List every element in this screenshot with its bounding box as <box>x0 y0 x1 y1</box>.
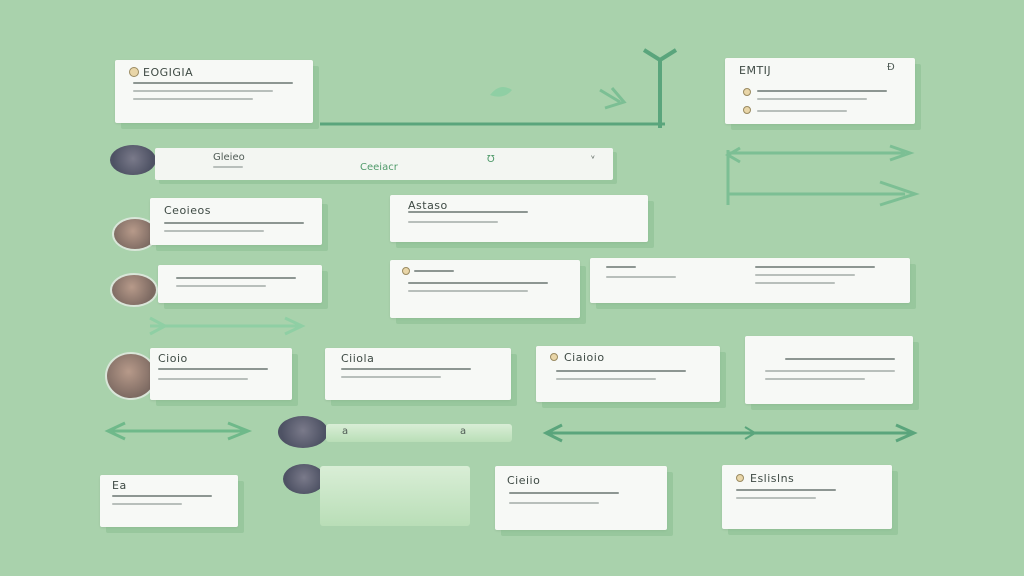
text-line <box>213 166 243 168</box>
bullet-icon <box>550 353 558 361</box>
text-line <box>133 90 273 92</box>
leaf-icon <box>490 86 512 97</box>
text-line <box>736 489 836 491</box>
card-title: Ea <box>112 479 127 492</box>
node-avatar <box>110 145 156 175</box>
arrow-head-icon <box>599 88 621 104</box>
text-line <box>736 497 816 499</box>
arrow-head-icon <box>744 426 757 440</box>
text-line <box>509 502 599 504</box>
text-line <box>408 282 548 284</box>
card-title: Cieiio <box>507 474 541 487</box>
text-line <box>556 378 656 380</box>
arrow-head-icon <box>642 48 678 63</box>
text-line <box>408 211 528 213</box>
text-line <box>556 370 686 372</box>
arrow-head-icon <box>879 180 920 207</box>
text-line <box>133 82 293 84</box>
text-line <box>158 378 248 380</box>
node-avatar <box>283 464 325 494</box>
bullet-icon <box>736 474 744 482</box>
card-notes[interactable] <box>745 336 913 404</box>
text-line <box>133 98 253 100</box>
text-line <box>765 378 865 380</box>
progress-bar[interactable]: a a <box>326 424 512 442</box>
card-detail[interactable] <box>390 260 580 318</box>
bar-left-label: a <box>342 426 349 437</box>
text-line <box>606 276 676 278</box>
arrow-head-icon <box>104 421 126 441</box>
text-line <box>785 358 895 360</box>
text-line <box>176 277 296 279</box>
arrow-head-icon <box>895 423 918 443</box>
arrow-head-icon <box>889 144 915 162</box>
text-line <box>414 270 454 272</box>
card-badge: Ɖ <box>887 62 895 73</box>
text-line <box>341 368 471 370</box>
bar-subtitle: Ceeiacr <box>360 162 398 173</box>
arrow-head-icon <box>149 316 169 336</box>
text-line <box>755 274 855 276</box>
card-cioio[interactable]: Cioio <box>150 348 292 400</box>
avatar <box>105 352 157 400</box>
arrow-head-icon <box>227 421 253 441</box>
card-title: Cioio <box>158 352 188 365</box>
text-line <box>755 282 835 284</box>
chevron-down-icon[interactable]: ᵛ <box>591 154 596 165</box>
text-line <box>112 495 212 497</box>
text-line <box>757 90 887 92</box>
card-ea[interactable]: Ea <box>100 475 238 527</box>
bar-mark: Ʊ <box>487 154 495 165</box>
text-line <box>176 285 266 287</box>
card-title: Ciaioio <box>564 351 605 364</box>
text-line <box>158 368 268 370</box>
text-line <box>757 98 867 100</box>
text-line <box>341 376 441 378</box>
bullet-icon <box>743 88 751 96</box>
card-title: Ceoieos <box>164 204 211 217</box>
text-line <box>408 290 528 292</box>
text-line <box>164 222 304 224</box>
text-line <box>755 266 875 268</box>
arrow-head-icon <box>542 423 563 443</box>
card-title: Astaso <box>408 199 448 212</box>
panel-bar[interactable] <box>320 466 470 526</box>
bar-title: Gleieo <box>213 152 245 163</box>
card-wide[interactable] <box>590 258 910 303</box>
arrow-head-icon <box>284 316 306 336</box>
card-list-item[interactable] <box>158 265 322 303</box>
arrow-head-icon <box>725 146 741 164</box>
node-avatar <box>278 416 328 448</box>
bullet-icon <box>743 106 751 114</box>
text-line <box>408 221 498 223</box>
text-line <box>164 230 264 232</box>
card-title: EMTIJ <box>739 64 772 77</box>
card-cieiio[interactable]: Cieiio <box>495 466 667 530</box>
card-ciaioio[interactable]: Ciaioio <box>536 346 720 402</box>
card-title: Eslislns <box>750 472 795 485</box>
bullet-icon <box>402 267 410 275</box>
card-astaso[interactable]: Astaso <box>390 195 648 242</box>
card-eogigia[interactable]: EOGIGIA <box>115 60 313 123</box>
text-line <box>509 492 619 494</box>
text-line <box>112 503 182 505</box>
bullet-icon <box>129 67 139 77</box>
text-line <box>606 266 636 268</box>
bar-right-label: a <box>460 426 467 437</box>
text-line <box>765 370 895 372</box>
avatar <box>110 273 158 307</box>
card-eslislns[interactable]: Eslislns <box>722 465 892 529</box>
card-emtij[interactable]: EMTIJ Ɖ <box>725 58 915 124</box>
card-ciiola[interactable]: Ciiola <box>325 348 511 400</box>
arrow-head-icon <box>604 87 627 110</box>
text-line <box>757 110 847 112</box>
card-title: EOGIGIA <box>143 66 194 79</box>
header-bar[interactable]: Gleieo Ceeiacr Ʊ ᵛ <box>155 148 613 180</box>
card-ceoieos[interactable]: Ceoieos <box>150 198 322 245</box>
card-title: Ciiola <box>341 352 375 365</box>
